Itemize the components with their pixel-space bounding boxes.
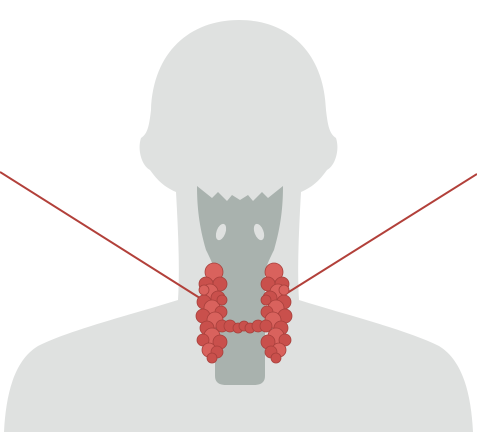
thyroid-isthmus (224, 320, 264, 333)
thyroid-nodule (207, 353, 217, 363)
thyroid-nodule (261, 295, 271, 305)
thyroid-nodule (199, 285, 209, 295)
thyroid-nodule (271, 353, 281, 363)
left-leader-line (0, 172, 203, 300)
thyroid-nodule (279, 285, 289, 295)
thyroid-nodule (217, 295, 227, 305)
right-leader-line (276, 174, 477, 300)
